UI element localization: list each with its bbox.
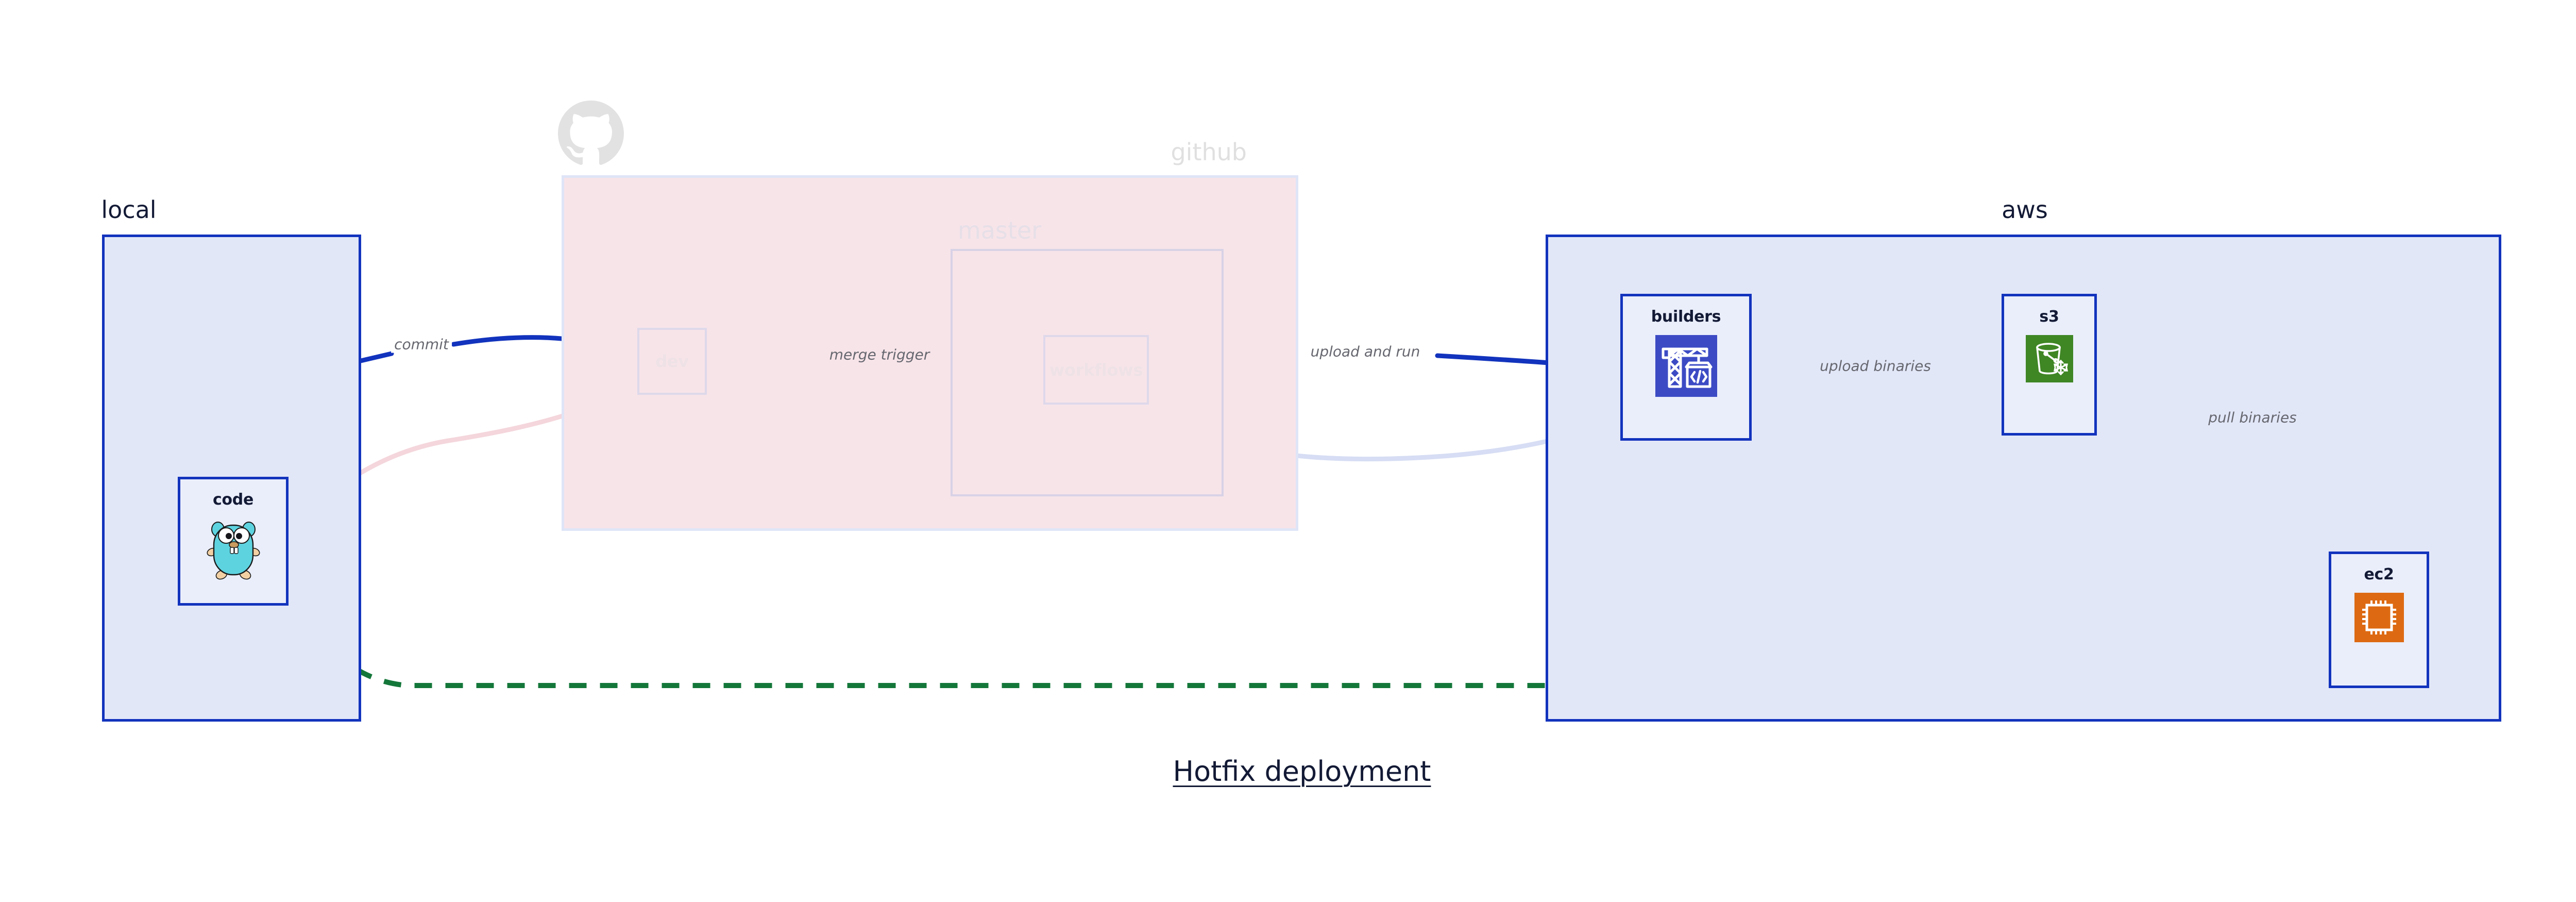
edge-label-upload-binaries: upload binaries — [1817, 357, 1934, 375]
node-code-label: code — [212, 491, 253, 509]
node-builders[interactable]: builders — [1620, 294, 1752, 441]
region-title-github: github — [1171, 138, 1247, 166]
bucket-snowflake-icon — [2025, 335, 2073, 385]
crane-code-icon — [1655, 335, 1717, 399]
go-gopher-icon — [205, 518, 262, 582]
edge-label-merge-trigger: merge trigger — [826, 346, 933, 363]
region-title-local: local — [101, 196, 157, 224]
node-workflows-label: workflows — [1049, 360, 1143, 380]
node-s3-label: s3 — [2039, 308, 2059, 326]
edge-label-upload-and-run: upload and run — [1307, 343, 1423, 360]
node-builders-label: builders — [1651, 308, 1721, 326]
diagram-caption: Hotfix deployment — [1173, 755, 1431, 788]
region-master — [951, 249, 1224, 496]
edge-label-pull-binaries: pull binaries — [2205, 409, 2300, 426]
node-s3[interactable]: s3 — [2002, 294, 2097, 436]
node-code[interactable]: code — [178, 477, 289, 606]
node-ec2[interactable]: ec2 — [2329, 552, 2429, 688]
node-dev[interactable]: dev — [637, 328, 707, 395]
region-title-master: master — [957, 216, 1042, 244]
github-octocat-icon — [558, 101, 624, 165]
node-dev-label: dev — [655, 352, 689, 371]
region-title-aws: aws — [2002, 196, 2048, 224]
node-workflows[interactable]: workflows — [1043, 335, 1149, 405]
edge-label-commit: commit — [391, 336, 452, 353]
cpu-chip-icon — [2354, 593, 2404, 644]
node-ec2-label: ec2 — [2364, 565, 2394, 583]
